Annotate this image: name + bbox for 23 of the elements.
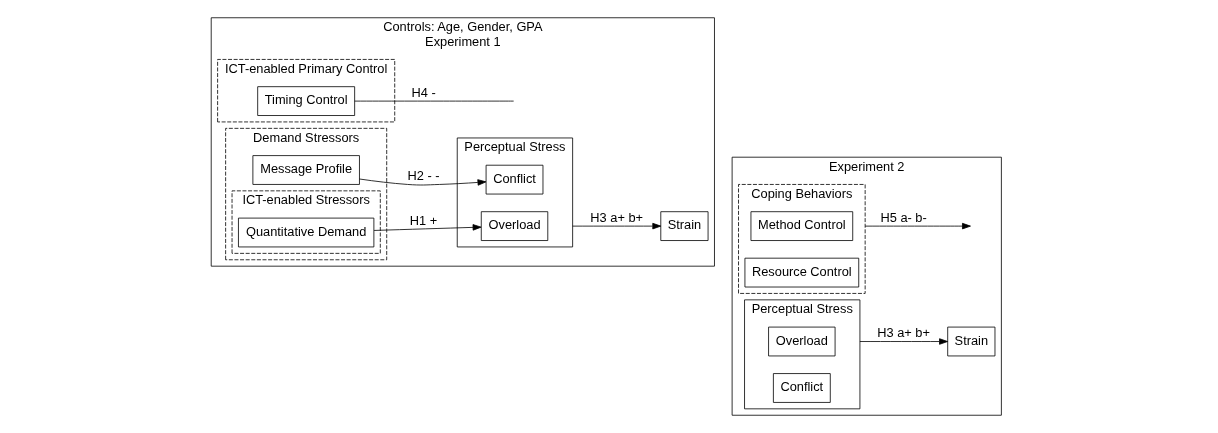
node-box: Timing Control <box>256 86 355 116</box>
arrow <box>571 222 661 230</box>
node-box: Strain <box>946 326 995 357</box>
node-box: Conflict <box>485 164 543 195</box>
edge-label: H3 a+ b+ <box>876 325 930 341</box>
node-box: Overload <box>767 326 835 357</box>
arrow <box>864 222 971 230</box>
edge-label: H3 a+ b+ <box>589 209 643 225</box>
edge-label: H1 + <box>409 213 437 229</box>
node-box: Message Profile <box>252 155 360 185</box>
node-box: Quantitative Demand <box>237 217 374 248</box>
arrow <box>859 338 948 345</box>
edge-label: H4 - <box>410 84 436 100</box>
connector <box>353 100 514 102</box>
node-box: Resource Control <box>744 257 859 288</box>
node-box: Strain <box>659 211 708 241</box>
arrow <box>358 178 486 186</box>
arrow <box>373 224 481 231</box>
node-box: Overload <box>480 211 548 241</box>
edge-label: H5 a- b- <box>879 209 927 225</box>
node-box: Method Control <box>750 211 853 241</box>
edge-label: H2 - - <box>407 168 440 184</box>
node-box: Conflict <box>772 373 831 403</box>
